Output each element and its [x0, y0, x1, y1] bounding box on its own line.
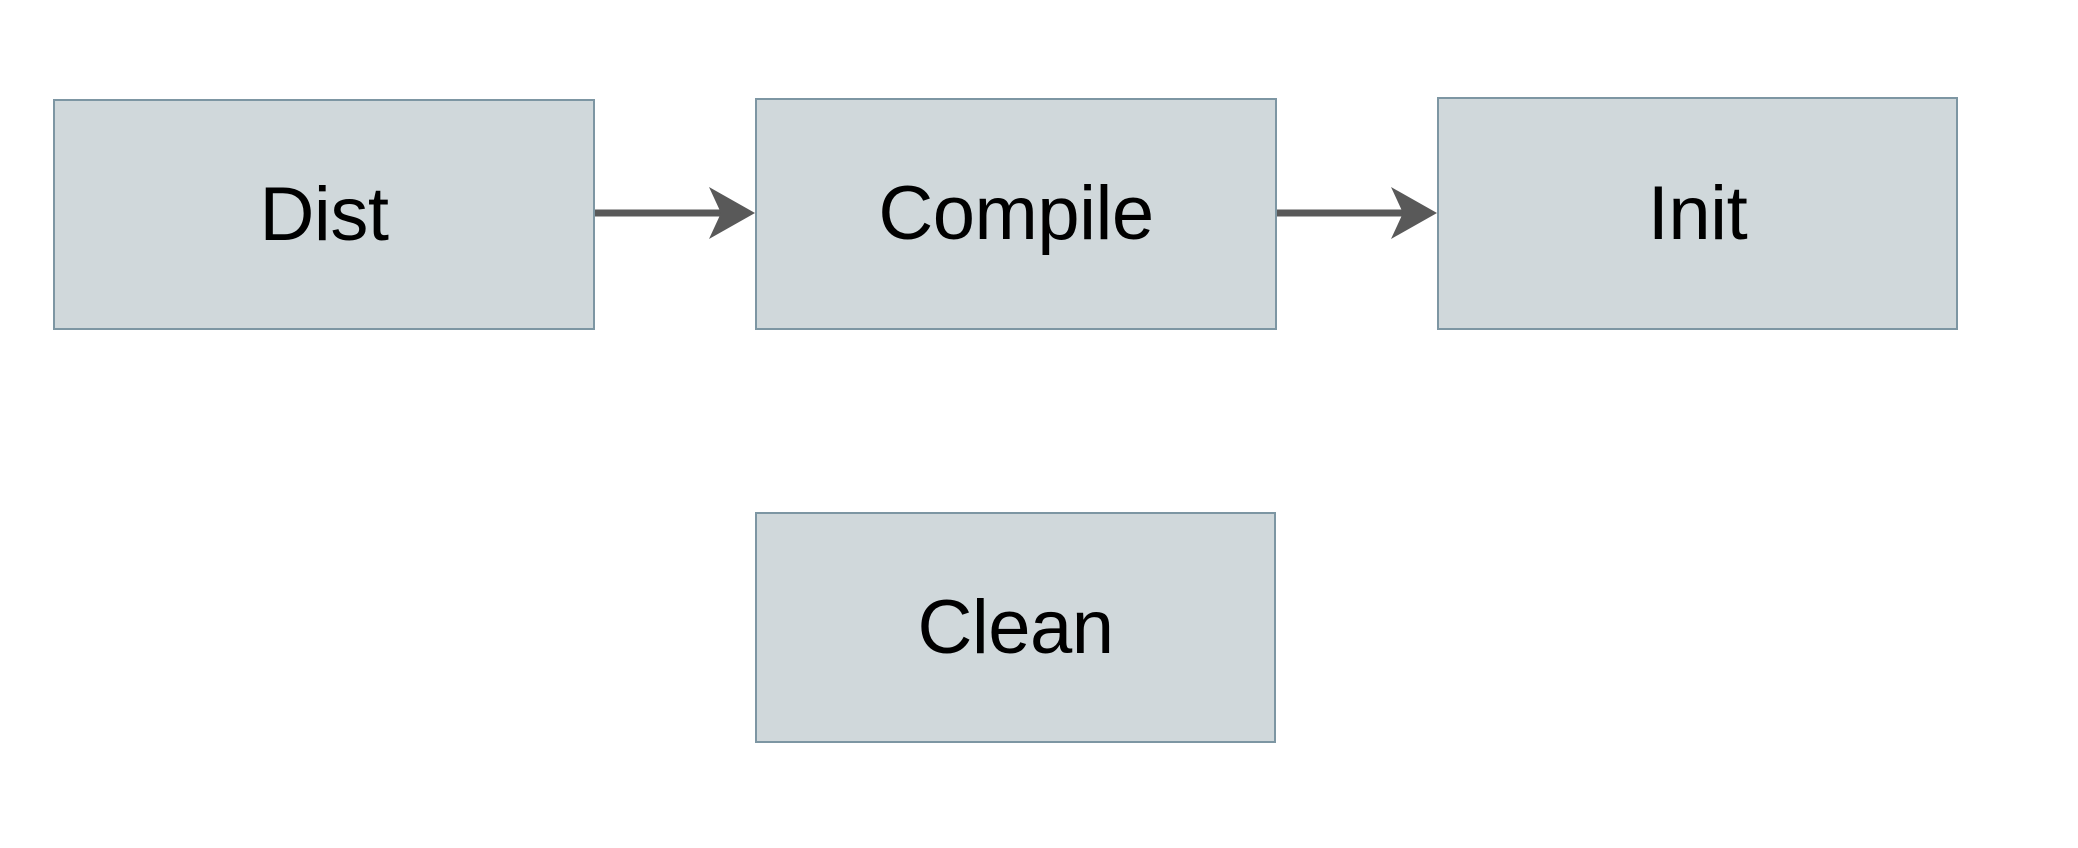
arrow-icon — [595, 187, 755, 239]
node-label-clean: Clean — [917, 584, 1114, 670]
node-label-dist: Dist — [259, 171, 389, 257]
diagram-node-init[interactable]: Init — [1437, 97, 1958, 330]
diagram-node-dist[interactable]: Dist — [53, 99, 595, 330]
node-label-compile: Compile — [878, 171, 1154, 256]
diagram-node-clean[interactable]: Clean — [755, 512, 1276, 743]
diagram-node-compile[interactable]: Compile — [755, 98, 1277, 330]
diagram-edge-compile-to-init[interactable] — [1277, 183, 1437, 243]
arrow-icon — [1277, 187, 1437, 239]
diagram-edge-dist-to-compile[interactable] — [595, 183, 755, 243]
node-label-init: Init — [1647, 170, 1748, 256]
